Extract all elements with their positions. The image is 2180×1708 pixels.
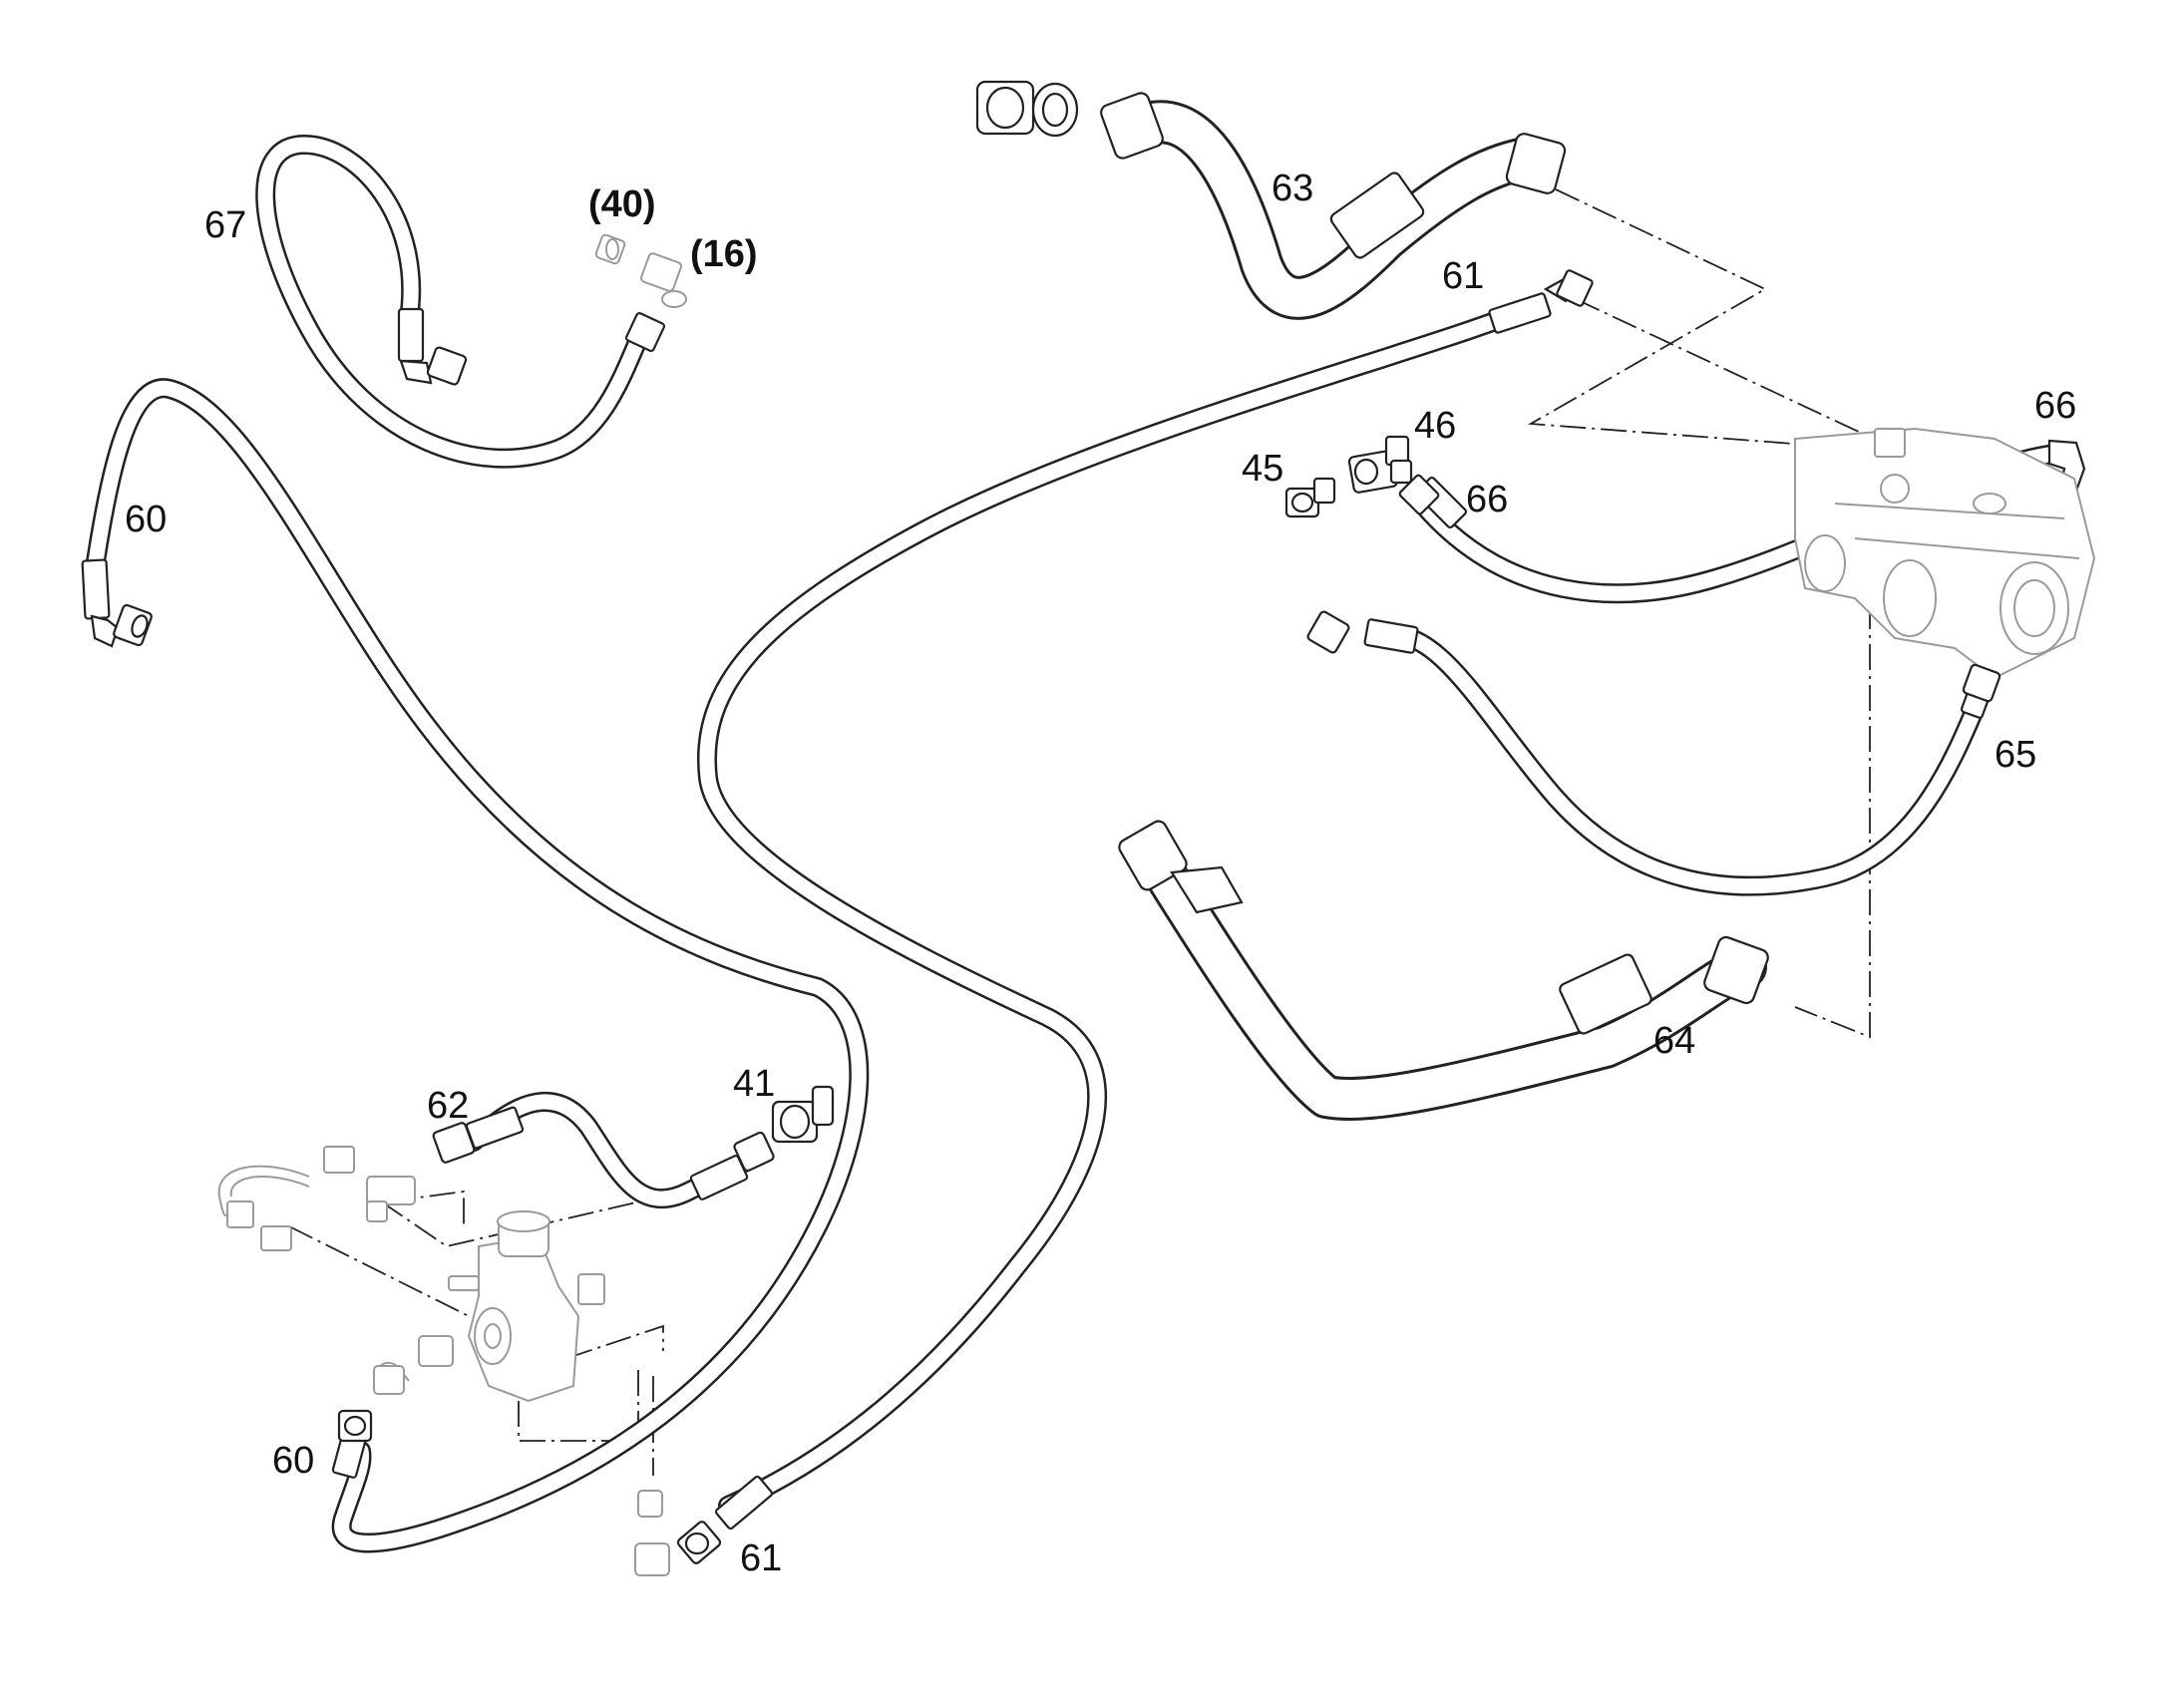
callout-67: 67 (204, 204, 247, 246)
part-40-16 (594, 233, 687, 308)
callout-66-hose: 66 (2034, 385, 2077, 427)
callout-40: (40) (588, 183, 656, 225)
callout-16: (16) (690, 233, 758, 275)
callout-60-bottom: 60 (272, 1440, 315, 1482)
callout-63: 63 (1272, 168, 1314, 209)
callout-65: 65 (1995, 734, 2037, 776)
callout-45: 45 (1242, 448, 1284, 490)
callout-46: 46 (1414, 405, 1457, 447)
fitting-41 (771, 1085, 835, 1144)
hose-62 (432, 1092, 775, 1208)
hose-64 (1118, 820, 1769, 1121)
callout-64: 64 (1653, 1020, 1696, 1062)
hose-61 (676, 269, 1594, 1564)
callout-41: 41 (733, 1063, 776, 1105)
leader-lines (288, 188, 1926, 1476)
hose-60 (81, 378, 870, 1553)
hose-67 (255, 135, 666, 469)
hose-63 (975, 80, 1567, 320)
valve-block-left (217, 1146, 670, 1576)
callout-61-bottom: 61 (740, 1537, 783, 1579)
callout-62: 62 (427, 1085, 470, 1127)
callout-60-top: 60 (125, 499, 168, 540)
callout-66-fitting: 66 (1466, 479, 1509, 520)
callout-61-top: 61 (1442, 255, 1485, 297)
fittings-45-46 (1284, 435, 1413, 518)
hose-65 (1306, 610, 2001, 896)
valve-block-right (1794, 427, 2096, 680)
